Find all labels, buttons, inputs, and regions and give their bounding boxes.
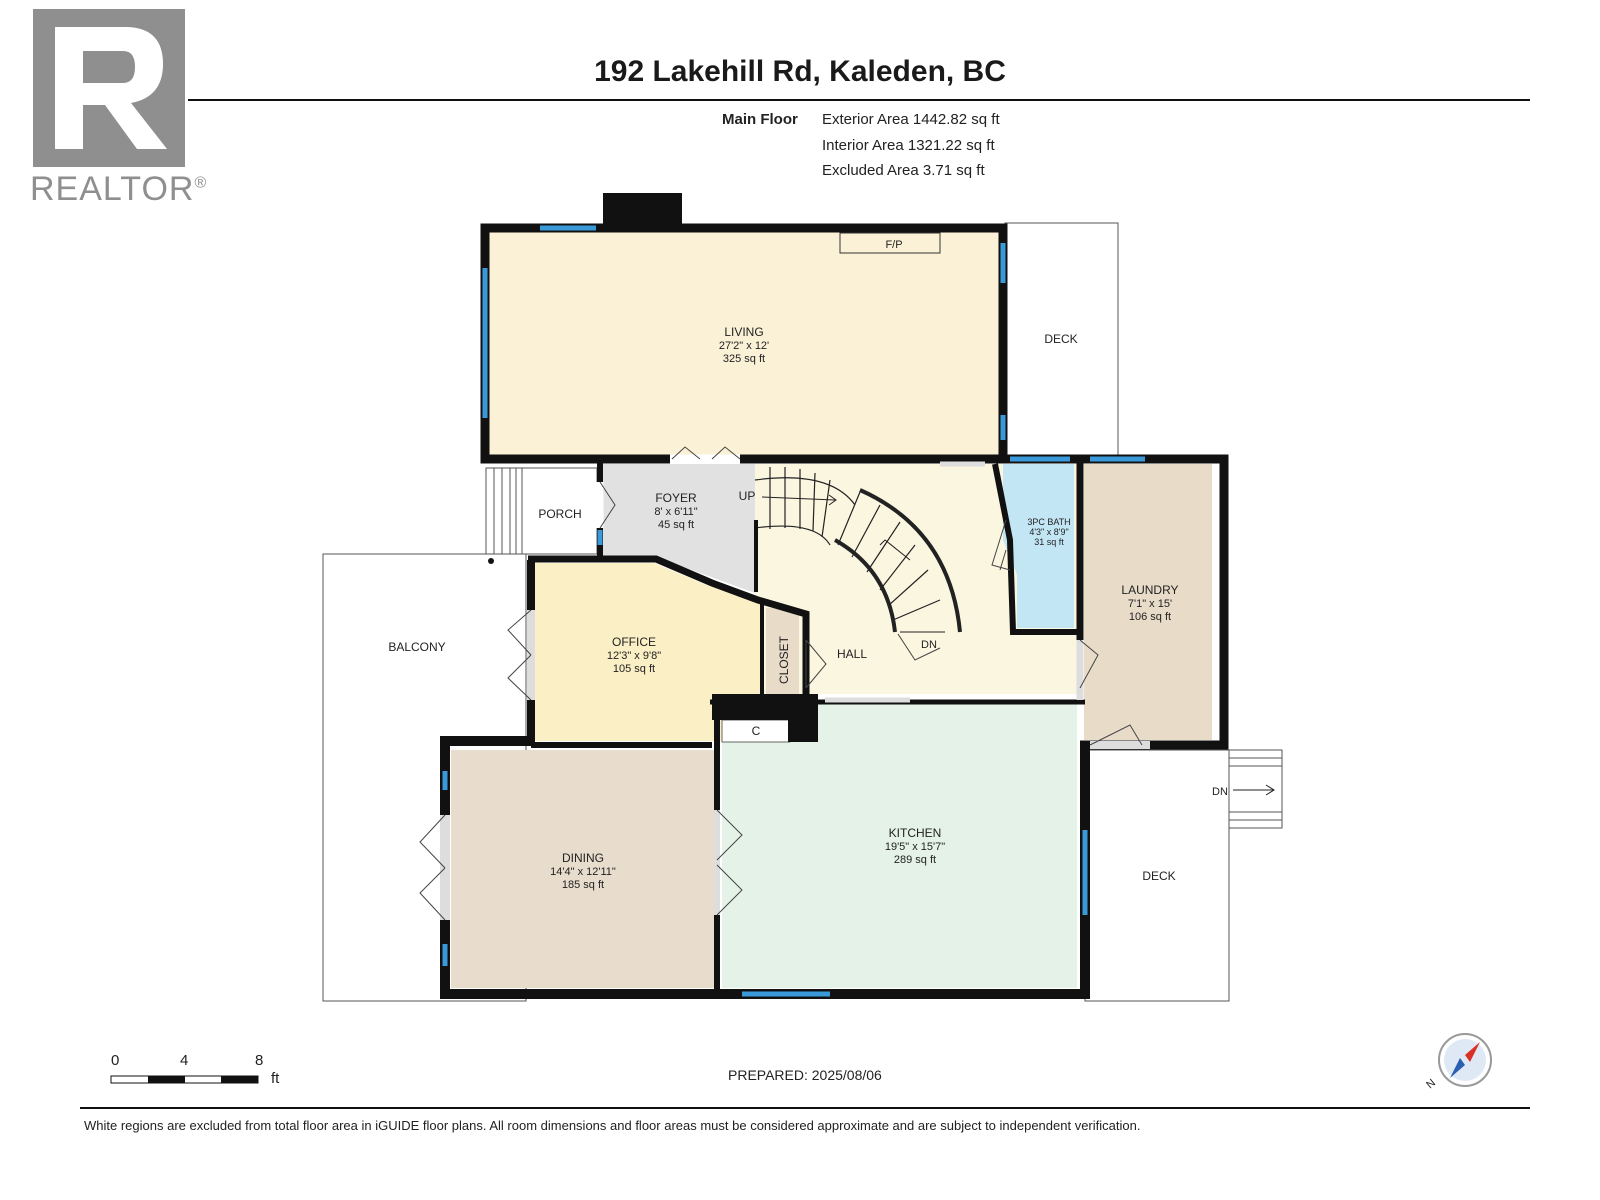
bath-area: 31 sq ft — [1034, 537, 1064, 547]
compass-n: N — [1424, 1077, 1438, 1091]
fp-label: F/P — [885, 239, 902, 251]
bath-room — [1003, 464, 1074, 628]
compass-icon: N — [1424, 1033, 1492, 1091]
doors — [419, 446, 1150, 921]
header-rule — [188, 99, 1530, 101]
hall-name: HALL — [837, 647, 867, 661]
foyer-name: FOYER — [655, 491, 697, 505]
dining-room — [451, 750, 714, 988]
dn-stair-label: DN — [921, 639, 937, 651]
scale-tick-4: 4 — [180, 1052, 189, 1069]
office-dims: 12'3" x 9'8" — [607, 650, 661, 662]
realtor-logo-text: REALTOR® — [30, 170, 208, 208]
foyer-room — [603, 464, 755, 593]
laundry-name: LAUNDRY — [1121, 583, 1178, 597]
realtor-r-icon — [55, 27, 167, 149]
foyer-area: 45 sq ft — [658, 519, 694, 531]
living-name: LIVING — [724, 325, 763, 339]
up-label: UP — [739, 489, 756, 503]
page-title: 192 Lakehill Rd, Kaleden, BC — [594, 55, 1006, 88]
interior-area: Interior Area 1321.22 sq ft — [822, 137, 995, 154]
porch-name: PORCH — [538, 507, 581, 521]
outside-steps — [1228, 749, 1283, 829]
kitchen-room — [722, 702, 1077, 988]
dining-name: DINING — [562, 851, 604, 865]
stair-arrows — [761, 494, 911, 561]
living-room — [489, 232, 999, 455]
dining-dims: 14'4" x 12'11" — [550, 866, 616, 878]
outside-stair-arrow — [1233, 784, 1275, 796]
dn-outside-label: DN — [1212, 786, 1228, 798]
bath-name: 3PC BATH — [1027, 517, 1070, 527]
dining-area: 185 sq ft — [562, 879, 604, 891]
laundry-area: 106 sq ft — [1129, 611, 1171, 623]
bath-dims: 4'3" x 8'9" — [1029, 527, 1068, 537]
prepared-date: PREPARED: 2025/08/06 — [728, 1067, 882, 1083]
balcony-name: BALCONY — [388, 640, 445, 654]
deck-right-area — [1084, 749, 1230, 1002]
exterior-area: Exterior Area 1442.82 sq ft — [822, 111, 1000, 128]
kitchen-name: KITCHEN — [889, 826, 942, 840]
deck-right-name: DECK — [1142, 869, 1175, 883]
living-area: 325 sq ft — [723, 353, 765, 365]
c-label: C — [752, 724, 761, 738]
scale-unit: ft — [271, 1070, 280, 1087]
floor-label: Main Floor — [722, 111, 798, 128]
balcony-post — [488, 558, 494, 564]
porch-steps — [485, 467, 523, 555]
deck-top-area — [1004, 222, 1119, 457]
kitchen-dims: 19'5" x 15'7" — [885, 841, 945, 853]
foyer-dims: 8' x 6'11" — [654, 506, 697, 518]
footer-rule — [80, 1107, 1530, 1109]
scale-tick-0: 0 — [111, 1052, 120, 1069]
excluded-area: Excluded Area 3.71 sq ft — [822, 162, 985, 179]
office-room — [535, 563, 762, 741]
living-dims: 27'2" x 12' — [719, 340, 769, 352]
scale-bar — [110, 1075, 259, 1084]
fireplace — [839, 232, 941, 254]
closet-room — [766, 608, 799, 694]
office-area: 105 sq ft — [613, 663, 655, 675]
windows — [442, 225, 1145, 997]
closet-name: CLOSET — [777, 635, 791, 684]
porch-area — [521, 467, 598, 555]
kitchen-area: 289 sq ft — [894, 854, 936, 866]
scale-tick-8: 8 — [255, 1052, 264, 1069]
deck-top-name: DECK — [1044, 332, 1077, 346]
footnote: White regions are excluded from total fl… — [84, 1118, 1141, 1133]
realtor-logo-mark — [33, 9, 185, 167]
laundry-dims: 7'1" x 15' — [1128, 598, 1172, 610]
laundry-room — [1084, 464, 1212, 740]
room-labels: LIVING 27'2" x 12' 325 sq ft F/P DECK FO… — [388, 239, 1228, 891]
office-name: OFFICE — [612, 635, 656, 649]
